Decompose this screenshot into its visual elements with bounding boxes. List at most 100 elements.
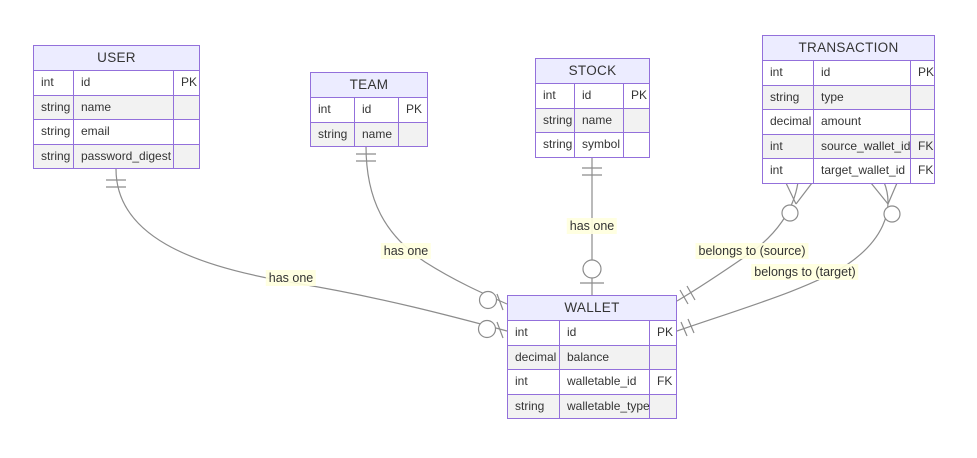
attribute-name: amount: [813, 110, 910, 134]
exactly-one-marker: [680, 318, 695, 337]
relationship-label-team-wallet: has one: [380, 243, 432, 259]
attribute-key: FK: [910, 159, 934, 183]
attribute-key: [623, 108, 649, 132]
zero-marker: [781, 204, 799, 222]
attribute-key: PK: [649, 321, 676, 345]
relationship-label-belongs-to-source: belongs to (source): [695, 243, 809, 259]
zero-marker: [582, 259, 602, 279]
attribute-key: PK: [910, 61, 934, 85]
attribute-name: name: [574, 108, 623, 132]
attribute-key: [910, 110, 934, 134]
relationship-team-wallet: [356, 145, 508, 311]
entity-title: WALLET: [508, 296, 676, 320]
attribute-key: PK: [398, 98, 427, 122]
attribute-name: target_wallet_id: [813, 159, 910, 183]
attribute-key: [910, 85, 934, 109]
attribute-key: [649, 394, 676, 418]
attribute-key: FK: [910, 134, 934, 158]
one-tick-marker: [496, 321, 504, 339]
attribute-type: decimal: [770, 114, 812, 128]
attribute-type: int: [41, 75, 54, 89]
attribute-name: id: [559, 321, 649, 345]
relationship-line: [115, 168, 508, 332]
attribute-name: id: [574, 84, 623, 108]
attribute-name: balance: [559, 345, 649, 369]
exactly-one-marker: [679, 285, 696, 305]
attribute-type: int: [318, 102, 331, 116]
entity-title: TEAM: [311, 73, 427, 97]
entity-title: USER: [34, 46, 199, 70]
attribute-type: string: [41, 148, 71, 163]
relationship-label-stock-wallet: has one: [566, 218, 618, 234]
attribute-key: [649, 345, 676, 369]
zero-marker: [883, 205, 901, 223]
relationship-user-wallet: [106, 168, 508, 339]
attribute-name: name: [73, 95, 173, 119]
relationship-line: [365, 145, 508, 305]
attribute-type: int: [543, 88, 556, 102]
attribute-key: [173, 120, 199, 144]
attribute-key: FK: [649, 370, 676, 394]
attribute-name: email: [73, 120, 173, 144]
crow-foot-marker: [785, 182, 813, 205]
attribute-key: [623, 133, 649, 157]
exactly-one-marker: [356, 153, 376, 162]
attribute-type: string: [770, 89, 800, 104]
attribute-name: walletable_type: [559, 394, 649, 418]
entity-title: STOCK: [536, 59, 649, 83]
crow-foot-marker: [870, 182, 898, 205]
entity-title: TRANSACTION: [763, 36, 934, 60]
attribute-type: int: [770, 65, 783, 79]
one-tick-marker: [496, 293, 504, 311]
relationship-line: [676, 181, 799, 302]
attribute-name: id: [73, 71, 173, 95]
attribute-name: id: [813, 61, 910, 85]
attribute-row: string type: [763, 84, 934, 109]
attribute-type: int: [515, 374, 528, 388]
relationship-label-belongs-to-target: belongs to (target): [751, 264, 859, 280]
attribute-type: int: [770, 163, 783, 177]
zero-marker: [478, 290, 498, 310]
attribute-type: string: [515, 398, 545, 413]
attribute-type: string: [318, 126, 348, 141]
attribute-name: type: [813, 85, 910, 109]
attribute-type: int: [515, 325, 528, 339]
attribute-name: walletable_id: [559, 370, 649, 394]
attribute-type: string: [41, 124, 71, 138]
attribute-key: [173, 144, 199, 168]
relationship-label-user-wallet: has one: [265, 270, 317, 286]
zero-marker: [477, 319, 497, 339]
exactly-one-marker: [582, 167, 602, 176]
attribute-type: decimal: [515, 349, 557, 364]
exactly-one-marker: [106, 179, 126, 188]
attribute-name: symbol: [574, 133, 623, 157]
attribute-row: string walletable_type: [508, 393, 676, 418]
attribute-type: string: [41, 99, 71, 114]
attribute-type: string: [543, 112, 573, 127]
attribute-name: password_digest: [73, 144, 173, 168]
attribute-name: source_wallet_id: [813, 134, 910, 158]
